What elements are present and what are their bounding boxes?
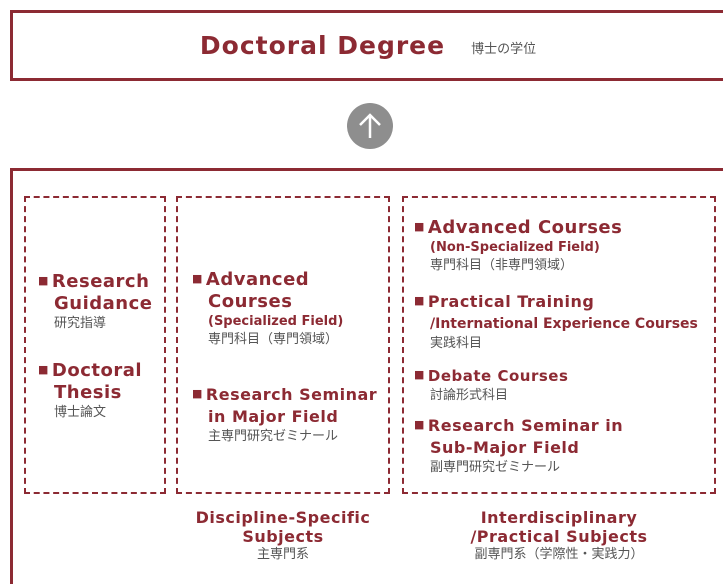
item-title: ■Research Seminar [192, 385, 378, 404]
item-title: Guidance [54, 293, 153, 314]
bullet-icon: ■ [192, 272, 203, 285]
bullet-icon: ■ [414, 418, 425, 431]
item-ja: 専門科目（非専門領域） [430, 258, 574, 273]
item-research-guidance: ■Research Guidance 研究指導 [38, 270, 152, 333]
category-title: /Practical Subjects [470, 527, 648, 546]
item-title: Courses [208, 291, 293, 312]
item-title: Sub-Major Field [430, 438, 580, 457]
item-ja: 副専門研究ゼミナール [430, 460, 561, 475]
item-ja: 研究指導 [54, 316, 107, 331]
bullet-icon: ■ [414, 294, 425, 307]
bullet-icon: ■ [414, 368, 425, 381]
item-title: /International Experience Courses [430, 316, 698, 332]
bullet-icon: ■ [414, 220, 425, 233]
category-title: Discipline-Specific [195, 508, 371, 527]
item-doctoral-thesis: ■Doctoral Thesis 博士論文 [38, 359, 142, 422]
item-title: ■Debate Courses [414, 367, 569, 385]
item-ja: 博士論文 [54, 405, 107, 420]
item-research-seminar-major: ■Research Seminar in Major Field 主専門研究ゼミ… [192, 383, 377, 446]
research-box [24, 196, 166, 494]
interdisciplinary-box [402, 196, 716, 494]
item-practical-training: ■Practical Training /International Exper… [414, 290, 698, 353]
item-title: ■Practical Training [414, 292, 595, 311]
category-ja: 主専門系 [256, 547, 309, 562]
item-title: ■Advanced [192, 269, 310, 290]
degree-title: Doctoral Degree [199, 31, 446, 60]
category-interdisciplinary: Interdisciplinary /Practical Subjects 副専… [402, 508, 716, 563]
bullet-icon: ■ [38, 363, 49, 376]
item-title: ■Advanced Courses [414, 217, 623, 238]
item-title: Thesis [54, 382, 122, 403]
item-sub: (Specialized Field) [208, 314, 344, 329]
curriculum-frame [10, 168, 723, 584]
item-ja: 専門科目（専門領域） [208, 332, 339, 347]
item-sub: (Non-Specialized Field) [430, 240, 600, 255]
bullet-icon: ■ [38, 274, 49, 287]
category-discipline-specific: Discipline-Specific Subjects 主専門系 [176, 508, 390, 563]
item-debate-courses: ■Debate Courses 討論形式科目 [414, 364, 568, 405]
item-advanced-courses-non-specialized: ■Advanced Courses (Non-Specialized Field… [414, 216, 622, 275]
up-arrow-icon [347, 103, 393, 149]
category-title: Interdisciplinary [480, 508, 638, 527]
item-title: in Major Field [208, 407, 339, 426]
item-title: ■Doctoral [38, 360, 143, 381]
item-ja: 討論形式科目 [430, 388, 509, 403]
item-research-seminar-sub-major: ■Research Seminar in Sub-Major Field 副専門… [414, 414, 623, 477]
category-ja: 副専門系（学際性・実践力） [474, 547, 644, 562]
bullet-icon: ■ [192, 387, 203, 400]
item-ja: 実践科目 [430, 336, 483, 351]
item-ja: 主専門研究ゼミナール [208, 429, 339, 444]
doctoral-degree-box: Doctoral Degree 博士の学位 [10, 10, 723, 81]
discipline-specific-box [176, 196, 390, 494]
item-title: ■Research Seminar in [414, 416, 624, 435]
degree-title-ja: 博士の学位 [471, 42, 537, 57]
category-title: Subjects [242, 527, 324, 546]
item-advanced-courses-specialized: ■Advanced Courses (Specialized Field) 専門… [192, 268, 343, 349]
item-title: ■Research [38, 271, 150, 292]
